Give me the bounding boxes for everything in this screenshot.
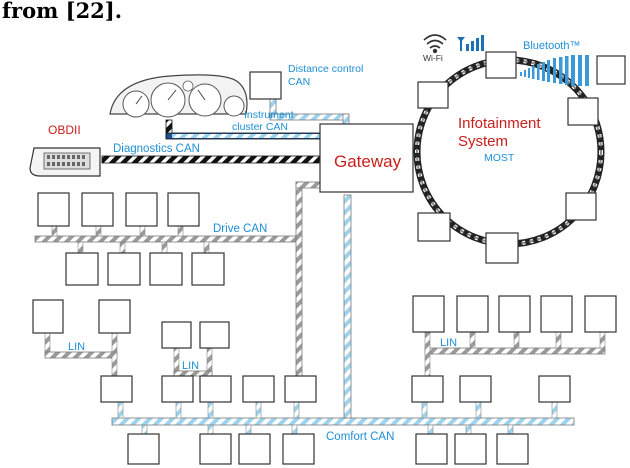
- lin-label-left: LIN: [68, 341, 85, 353]
- instrument-can-label-line2: cluster CAN: [232, 121, 288, 133]
- instrument-can-label-line1: Instrument: [244, 109, 294, 121]
- bluetooth-ecu: [596, 55, 626, 85]
- ecu-box: [191, 252, 225, 286]
- gateway-label: Gateway: [334, 152, 402, 171]
- ecu-box: [498, 295, 531, 333]
- ecu-box: [459, 375, 492, 403]
- infotainment-ecus: [417, 51, 626, 264]
- infotainment-ecu: [485, 51, 517, 79]
- ecu-box: [149, 252, 183, 286]
- lin-bus-left: [44, 331, 118, 379]
- distance-can-label-line1: Distance control: [288, 63, 363, 75]
- infotainment-label-line1: Infotainment: [458, 115, 541, 132]
- ecu-box: [282, 433, 315, 465]
- ecu-box: [127, 433, 160, 465]
- drive-can-label: Drive CAN: [213, 223, 267, 235]
- infotainment-ecu: [485, 232, 519, 264]
- lin-bus-right: [424, 321, 606, 383]
- wifi-label: Wi-Fi: [423, 53, 443, 63]
- diagnostics-can-link: [101, 155, 323, 164]
- drive-can-ecus: [37, 192, 225, 286]
- ecu-box: [161, 321, 192, 349]
- comfort-can-bus: [111, 399, 575, 436]
- ecu-box: [284, 375, 317, 403]
- ecu-box: [161, 375, 194, 403]
- ecu-box: [584, 295, 617, 333]
- ecu-box: [496, 433, 529, 465]
- ecu-box: [540, 295, 573, 333]
- lin-label-right: LIN: [440, 337, 457, 349]
- ecu-box: [238, 433, 271, 465]
- comfort-can-label: Comfort CAN: [326, 431, 394, 443]
- heading-text: from [22].: [2, 0, 123, 23]
- bluetooth-label: Bluetooth™: [523, 40, 580, 52]
- ecu-box: [199, 321, 230, 349]
- ecu-box: [412, 295, 445, 333]
- ecu-box: [107, 252, 141, 286]
- gateway-comfort-link: [343, 194, 352, 419]
- diagnostics-can-label: Diagnostics CAN: [113, 143, 200, 155]
- wifi-icon: [423, 34, 447, 54]
- infotainment-ecu: [567, 97, 599, 126]
- ecu-box: [199, 433, 232, 465]
- infotainment-ecu: [417, 212, 451, 242]
- ecu-box: [125, 192, 158, 227]
- ecu-box: [37, 192, 70, 227]
- ecu-box: [415, 433, 448, 465]
- distance-control-ecu: [249, 71, 282, 100]
- obd-label: OBDII: [48, 123, 81, 137]
- obd-connector: [29, 147, 101, 177]
- distance-can-label-line2: CAN: [288, 76, 310, 88]
- comfort-can-ecus: [32, 295, 617, 465]
- infotainment-label-line2: System: [458, 133, 508, 150]
- ecu-box: [65, 252, 99, 286]
- instrument-cluster-dashboard: [109, 74, 248, 118]
- most-label: MOST: [484, 152, 515, 164]
- bluetooth-signal-icon: [520, 55, 589, 86]
- gateway-box: [319, 123, 414, 193]
- ecu-box: [199, 375, 232, 403]
- ecu-box: [100, 375, 133, 403]
- ecu-box: [538, 375, 571, 403]
- infotainment-ecu: [565, 192, 597, 221]
- ecu-box: [81, 192, 114, 227]
- infotainment-ecu: [417, 81, 449, 109]
- ecu-box: [32, 299, 64, 334]
- ecu-box: [167, 192, 200, 227]
- ecu-box: [454, 433, 487, 465]
- ecu-box: [456, 295, 489, 333]
- ecu-box: [98, 299, 131, 334]
- ecu-box: [242, 375, 275, 403]
- lin-label-middle: LIN: [182, 360, 199, 372]
- ecu-box: [411, 375, 444, 403]
- signal-bars-icon: [457, 35, 484, 51]
